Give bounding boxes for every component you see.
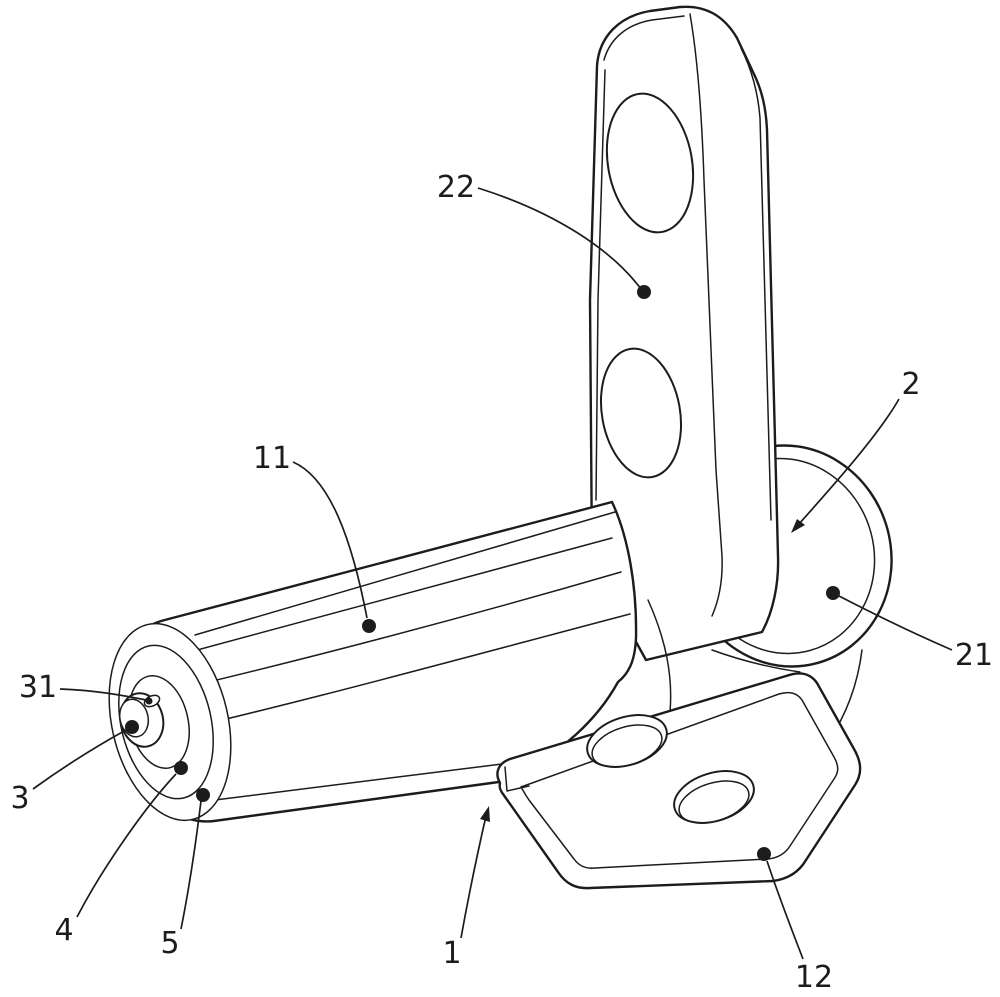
- label-12: 12: [795, 960, 833, 995]
- arm-left-chamfer-line: [595, 69, 606, 501]
- label-2: 2: [901, 367, 920, 402]
- leader-line-4: [76, 773, 177, 918]
- leader-line-1: [460, 815, 487, 939]
- leader-line-5: [180, 800, 202, 930]
- leader-dot-4: [174, 761, 188, 775]
- label-11: 11: [253, 441, 291, 476]
- plate-notch: [504, 766, 530, 792]
- body-bottom-facet-line: [166, 763, 503, 807]
- plate-outer-edge: [496, 672, 862, 890]
- leader-dot-3: [125, 720, 139, 734]
- leader-line-2: [798, 398, 900, 525]
- plate-raised-lip: [520, 691, 839, 869]
- leader-dot-5: [196, 788, 210, 802]
- label-5: 5: [160, 926, 179, 961]
- plate-hole-right-counterbore: [678, 780, 750, 824]
- leader-line-3: [32, 729, 127, 790]
- leader-line-21: [838, 595, 953, 651]
- leader-dot-11: [362, 619, 376, 633]
- gusset-curve-left: [647, 599, 672, 713]
- leader-dot-21: [826, 586, 840, 600]
- arm-right-bevel-line: [740, 47, 772, 521]
- leader-dot-12: [757, 847, 771, 861]
- callouts: 22 2 11 21 31 3 4 5 1 12: [10, 170, 993, 995]
- body-contour-line-1: [194, 511, 616, 636]
- label-21: 21: [955, 638, 993, 673]
- base-plate: [496, 672, 862, 890]
- body-contour-line-2: [148, 537, 613, 664]
- arm-lower-slot-hole: [599, 347, 683, 479]
- bracket-arm: [588, 5, 780, 662]
- arm-upper-slot-hole: [605, 92, 695, 234]
- plate-hole-left-counterbore: [591, 724, 663, 768]
- leader-arrow-1: [480, 806, 490, 822]
- end-cap-assembly: [108, 622, 232, 822]
- leader-arrow-2: [791, 519, 805, 533]
- leader-dot-22: [637, 285, 651, 299]
- arm-front-right-edge: [689, 13, 723, 617]
- leader-line-12: [766, 860, 804, 960]
- label-1: 1: [442, 936, 461, 971]
- label-22: 22: [437, 170, 475, 205]
- leader-dot-31: [145, 697, 153, 705]
- label-31: 31: [19, 670, 57, 705]
- leader-line-22: [477, 187, 642, 290]
- leader-line-11: [292, 461, 368, 619]
- label-4: 4: [54, 913, 73, 948]
- label-3: 3: [10, 781, 29, 816]
- leader-line-31: [59, 688, 147, 701]
- arm-top-face-line: [603, 15, 685, 61]
- gusset-curve-right: [711, 649, 801, 673]
